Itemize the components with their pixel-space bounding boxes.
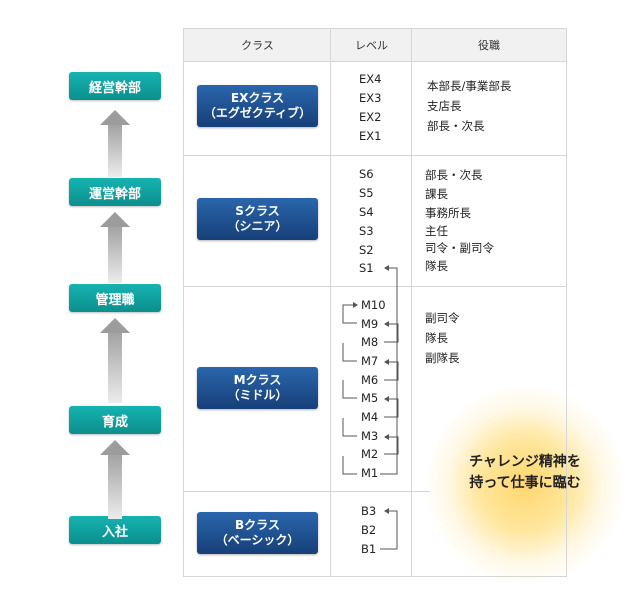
class-subname: （エグゼクティブ） <box>203 106 312 120</box>
class-subname: （ミドル） <box>227 388 288 402</box>
level-label: S4 <box>359 205 374 219</box>
role-label: 隊長 <box>425 331 448 345</box>
level-label: S6 <box>359 167 374 181</box>
level-label: M3 <box>361 429 379 443</box>
level-label: M10 <box>361 298 386 312</box>
role-label: 事務所長 <box>425 206 471 220</box>
header-level: レベル <box>355 39 388 52</box>
header-role: 役職 <box>478 39 500 52</box>
class-subname: （ベーシック） <box>215 533 300 547</box>
row-divider <box>183 155 567 156</box>
level-label: M2 <box>361 447 379 461</box>
row-divider <box>183 286 567 287</box>
level-label: EX4 <box>359 72 382 86</box>
level-label: S2 <box>359 243 374 257</box>
level-label: M6 <box>361 373 379 387</box>
role-label: 部長・次長 <box>427 119 485 133</box>
class-s: Sクラス （シニア） <box>197 198 318 240</box>
slogan-glow <box>425 385 625 585</box>
level-label: B2 <box>361 523 377 537</box>
class-ex: EXクラス （エグゼクティブ） <box>197 85 318 127</box>
level-label: EX1 <box>359 129 382 143</box>
slogan-line: チャレンジ精神を <box>469 454 581 470</box>
class-name: Bクラス <box>235 518 280 532</box>
class-subname: （シニア） <box>227 219 288 233</box>
level-label: EX2 <box>359 110 382 124</box>
level-label: M8 <box>361 335 379 349</box>
class-name: Sクラス <box>235 204 280 218</box>
stage-operations: 運営幹部 <box>69 178 161 206</box>
arrow-up-icon <box>100 440 130 519</box>
role-label: 副司令 <box>425 311 460 325</box>
level-label: M5 <box>361 391 379 405</box>
stage-joining: 入社 <box>69 516 161 544</box>
arrow-up-icon <box>100 212 130 283</box>
stage-training: 育成 <box>69 406 161 434</box>
level-label: M9 <box>361 317 379 331</box>
table-header: クラス レベル 役職 <box>183 28 567 62</box>
role-label: 司令・副司令 <box>425 241 494 255</box>
level-label: M7 <box>361 354 379 368</box>
class-name: Mクラス <box>233 373 282 387</box>
class-name: EXクラス <box>230 91 285 105</box>
level-label: B3 <box>361 504 377 518</box>
slogan-text: チャレンジ精神を 持って仕事に臨む <box>434 452 616 494</box>
arrow-up-icon <box>100 318 130 403</box>
role-label: 副隊長 <box>425 351 460 365</box>
slogan-line: 持って仕事に臨む <box>469 475 581 491</box>
class-m: Mクラス （ミドル） <box>197 367 318 409</box>
level-label: S1 <box>359 261 374 275</box>
divider <box>411 28 412 577</box>
role-label: 本部長/事業部長 <box>427 79 512 93</box>
level-label: M1 <box>361 466 379 480</box>
row-divider <box>183 491 430 492</box>
class-b: Bクラス （ベーシック） <box>197 512 318 554</box>
role-label: 部長・次長 <box>425 168 483 182</box>
stage-executive: 経営幹部 <box>69 72 161 100</box>
role-label: 支店長 <box>427 99 462 113</box>
level-label: S5 <box>359 186 374 200</box>
role-label: 主任 <box>425 224 448 238</box>
level-label: M4 <box>361 410 379 424</box>
level-label: S3 <box>359 224 374 238</box>
header-class: クラス <box>241 39 274 52</box>
role-label: 隊長 <box>425 259 448 273</box>
role-label: 課長 <box>425 187 448 201</box>
level-label: EX3 <box>359 91 382 105</box>
divider <box>330 28 331 577</box>
stage-management: 管理職 <box>69 284 161 312</box>
arrow-up-icon <box>100 110 130 177</box>
level-label: B1 <box>361 542 377 556</box>
